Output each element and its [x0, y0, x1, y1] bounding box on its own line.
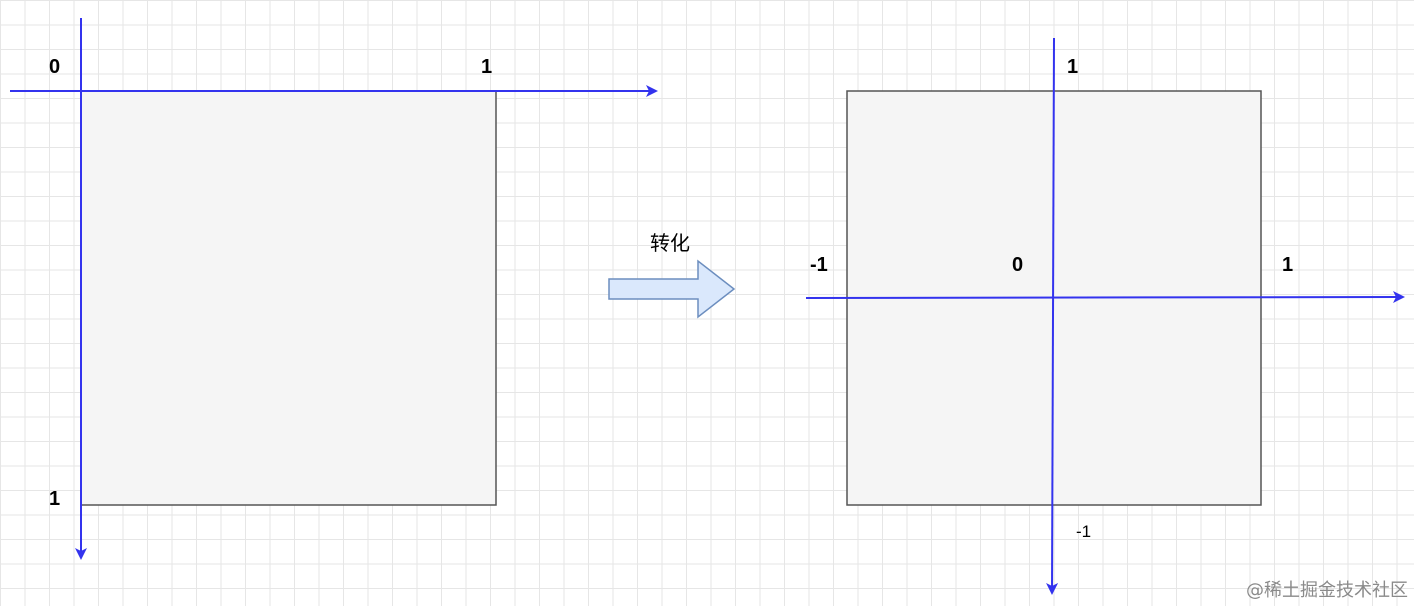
right-x-axis	[805, 291, 1405, 304]
right-origin-label: 0	[1012, 254, 1024, 276]
watermark: @稀土掘金技术社区	[1246, 580, 1408, 601]
right-y-axis-top-label: 1	[1067, 56, 1079, 78]
right-y-axis-bottom-label: -1	[1076, 522, 1092, 541]
left-y-axis-end-label: 1	[49, 488, 61, 510]
right-y-axis	[1046, 37, 1059, 595]
right-block-arrow-icon	[608, 259, 736, 319]
right-x-axis-left-label: -1	[810, 254, 828, 276]
left-origin-label: 0	[49, 56, 61, 78]
left-square	[80, 90, 497, 506]
right-x-axis-right-label: 1	[1282, 254, 1294, 276]
transform-label: 转化	[650, 231, 690, 255]
left-x-axis-end-label: 1	[481, 56, 493, 78]
